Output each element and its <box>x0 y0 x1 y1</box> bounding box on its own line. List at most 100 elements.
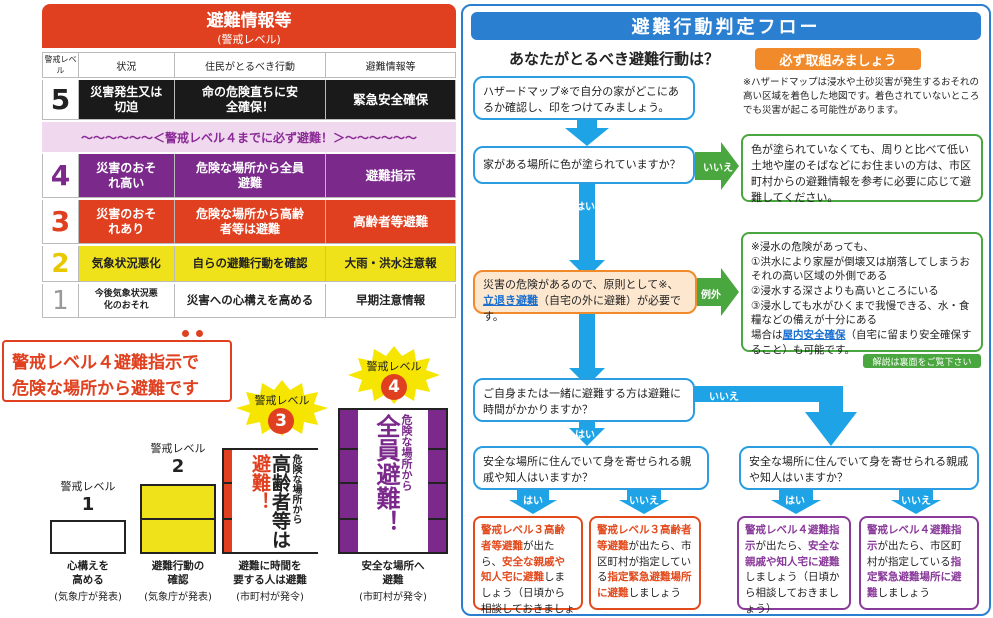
flow-question: あなたがとるべき避難行動は？ <box>509 50 720 68</box>
step-3-caption-2: 要する人は避難 <box>233 574 307 586</box>
r3-c: 安全な親戚や知人宅に避難 <box>745 539 840 568</box>
level-4-callout: 警戒レベル４避難指示で 危険な場所から避難です <box>2 330 232 402</box>
step-3-vertical-1: 避難！ <box>249 454 271 511</box>
r4-b: が出たら、市区町村が指定している <box>867 539 962 568</box>
r1-d: しましょう（日頃から相談しておきましょう） <box>481 571 575 615</box>
step-4-label: 警戒レベル <box>366 360 422 373</box>
step-2-caption-2: 確認 <box>167 574 189 586</box>
r2-a: 警戒レベル３高齢者等避難 <box>597 524 692 552</box>
callout-line-1: 警戒レベル４避難指示で <box>12 353 199 373</box>
r1-a: 警戒レベル３高齢者等避難 <box>481 524 565 552</box>
step-4-vertical-1: 全員避難！ <box>372 414 400 534</box>
situation-cell: 災害のおそれ高い <box>78 154 175 198</box>
emphasis-dots <box>180 330 210 338</box>
step-1-number: 1 <box>81 494 95 515</box>
r3-d: しましょう（日頃から相談しておきましょう） <box>745 571 840 615</box>
r4-d: しましょう <box>877 587 931 599</box>
flow-title-bar: 避難行動判定フロー <box>471 12 981 40</box>
action-cell: 自らの避難行動を確認 <box>174 246 327 282</box>
flow-arrows <box>509 120 941 514</box>
step-4-number-text: 4 <box>388 377 400 397</box>
must-do-tag: 必ず取組みましょう <box>755 48 921 70</box>
level-number: 4 <box>43 154 79 198</box>
friend-question-box-left: 安全な場所に住んでいて身を寄せられる親戚や知人はいますか？ <box>473 446 709 490</box>
step-3-vertical-3: 危険な場所から <box>290 454 301 524</box>
r2-c: 指定緊急避難場所に避難 <box>597 571 692 599</box>
table-row-level-4: 4 災害のおそれ高い 危険な場所から全員避難 避難指示 <box>42 154 456 198</box>
action-cell: 危険な場所から高齢者等は避難 <box>174 200 327 244</box>
arrow-iie-1 <box>619 490 669 514</box>
step-3-caption-1: 避難に時間を <box>238 560 302 572</box>
level-number: 1 <box>43 284 79 318</box>
step-3-number: 3 <box>268 408 294 434</box>
exception-box: ※浸水の危険があっても、 ①洪水により家屋が倒壊又は崩落してしまうおそれの高い区… <box>741 232 983 356</box>
step-2-label: 警戒レベル <box>150 442 206 455</box>
alert-table-subtitle: (警戒レベル) <box>217 32 281 46</box>
r1-b: が出たら、 <box>481 539 555 568</box>
exception-line-7: （自宅に留まり安全確保すること）も可能です。 <box>751 329 972 356</box>
no-color-box: 色が塗られていなくても、周りと比べて低い土地や崖のそばなどにお住まいの方は、市区… <box>741 134 983 204</box>
arrow-right-reigai <box>697 268 739 316</box>
step-4-number: 4 <box>381 374 407 400</box>
situation-cell: 今後気象状況悪化のおそれ <box>78 284 175 318</box>
r3-b: が出たら、 <box>755 539 809 552</box>
hazard-map-box: ハザードマップ※で自分の家がどこにあるか確認し、印をつけてみましょう。 <box>473 76 695 120</box>
evacuation-flow-panel: 避難行動判定フロー あなたがとるべき避難行動は？ 必ず取組みましょう いいえ は… <box>461 4 991 616</box>
situation-cell: 災害発生又は切迫 <box>78 80 175 120</box>
header-situation: 状況 <box>78 53 175 78</box>
action-cell: 災害への心構えを高める <box>174 284 327 318</box>
alert-level-panel: 避難情報等 (警戒レベル) 警戒レベル 状況 住民がとるべき行動 避難情報等 5… <box>42 4 456 318</box>
step-1-caption-1: 心構えを <box>67 560 109 572</box>
evacuate-text-3: （自宅の外に避難）が必要です。 <box>483 293 681 323</box>
step-2-caption-1: 避難行動の <box>151 560 205 572</box>
result-level3-shelter: 警戒レベル３高齢者等避難が出たら、市区町村が指定している指定緊急避難場所に避難し… <box>589 516 701 610</box>
must-do-tag-text: 必ず取組みましょう <box>779 53 897 69</box>
arrow-label-hai-2: はい <box>575 430 595 441</box>
info-cell: 避難指示 <box>326 154 456 198</box>
result-level4-relatives: 警戒レベル４避難指示が出たら、安全な親戚や知人宅に避難しましょう（日頃から相談し… <box>737 516 851 614</box>
exception-line-2: ①洪水により家屋が倒壊又は崩落してしまうおそれの高い区域の外側である <box>751 255 970 283</box>
step-1-label: 警戒レベル <box>60 480 116 493</box>
info-cell: 大雨・洪水注意報 <box>326 246 456 282</box>
table-row-level-1: 1 今後気象状況悪化のおそれ 災害への心構えを高める 早期注意情報 <box>42 284 456 318</box>
step-3-number-text: 3 <box>275 411 287 431</box>
arrow-down-4 <box>569 422 605 446</box>
step-3-source: (市町村が発令) <box>236 592 304 603</box>
table-row-level-2: 2 気象状況悪化 自らの避難行動を確認 大雨・洪水注意報 <box>42 246 456 282</box>
friend-question-box-right: 安全な場所に住んでいて身を寄せられる親戚や知人はいますか？ <box>739 446 979 490</box>
hazard-map-note: ※ハザードマップは浸水や土砂災害が発生するおそれの高い区域を着色した地図です。着… <box>743 77 980 116</box>
step-2-source: (気象庁が発表) <box>144 592 212 603</box>
color-question-box: 家がある場所に色が塗られていますか？ <box>473 146 695 184</box>
evacuate-text-2: 立退き避難 <box>483 293 538 307</box>
step-4-caption-2: 避難 <box>382 574 404 586</box>
back-note: 解説は裏面をご覧下さい <box>863 354 981 368</box>
flow-title: 避難行動判定フロー <box>631 17 821 38</box>
arrow-hai-1 <box>509 490 557 514</box>
arrow-label-iie-4: いいえ <box>901 496 931 507</box>
step-3-text-panel: 危険な場所から 高齢者等は 避難！ <box>232 450 318 552</box>
header-action: 住民がとるべき行動 <box>174 53 327 78</box>
alert-table-title: 避難情報等 <box>206 10 292 31</box>
step-1-source: (気象庁が発表) <box>54 592 122 603</box>
arrow-right-iie-color <box>695 142 739 190</box>
action-cell: 命の危険直ちに安全確保！ <box>174 80 327 120</box>
step-3-vertical-2: 高齢者等は <box>269 454 291 549</box>
step-4-source: (市町村が発令) <box>359 592 427 603</box>
exception-line-3: ②浸水する深さよりも高いところにいる <box>751 285 939 298</box>
arrow-down-3 <box>569 314 605 386</box>
step-3-label: 警戒レベル <box>254 394 310 407</box>
arrow-label-iie-3: いいえ <box>629 496 659 507</box>
r4-c: 指定緊急避難場所に避難 <box>867 555 962 600</box>
r3-a: 警戒レベル４避難指示 <box>745 524 840 552</box>
table-row-level-5: 5 災害発生又は切迫 命の危険直ちに安全確保！ 緊急安全確保 <box>42 80 456 120</box>
situation-cell: 災害のおそれあり <box>78 200 175 244</box>
result-level3-relatives: 警戒レベル３高齢者等避難が出たら、安全な親戚や知人宅に避難しましょう（日頃から相… <box>473 516 583 614</box>
step-4-vertical-2: 危険な場所から <box>400 414 413 491</box>
arrow-label-iie-color: いいえ <box>703 163 733 174</box>
header-info: 避難情報等 <box>326 53 456 78</box>
r2-b: が出たら、市区町村が指定している <box>597 539 692 584</box>
step-1-caption-2: 高める <box>72 574 104 586</box>
arrow-down-2 <box>569 182 605 278</box>
exception-line-1: ※浸水の危険があっても、 <box>751 241 874 253</box>
arrow-label-iie-time: いいえ <box>709 392 739 403</box>
